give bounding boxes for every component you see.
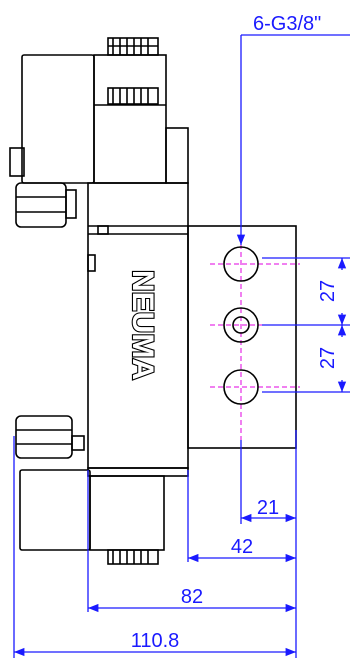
width-dimensions: 21 42 82 110.8 xyxy=(13,430,297,658)
port-callout: 6-G3/8" xyxy=(236,13,350,245)
manifold-base xyxy=(187,225,297,449)
port-hole xyxy=(223,307,259,343)
port-hole xyxy=(223,246,259,282)
dim-overall-width: 110.8 xyxy=(131,630,180,652)
brand-logo: NEUMA xyxy=(126,270,159,380)
lower-coil-housing xyxy=(19,469,91,551)
upper-coil xyxy=(93,54,167,184)
upper-coil-housing xyxy=(21,54,95,184)
port-callout-label: 6-G3/8" xyxy=(253,13,321,35)
dim-port-pitch-lower: 27 xyxy=(317,347,339,369)
valve-outline xyxy=(9,37,297,565)
dim-port-offset: 21 xyxy=(257,497,279,519)
port-holes xyxy=(210,228,300,448)
upper-coil-cap xyxy=(107,37,159,105)
upper-pilot xyxy=(165,127,189,184)
pitch-dimensions: 27 27 xyxy=(262,257,350,393)
port-hole xyxy=(223,369,259,405)
dim-body-depth: 42 xyxy=(231,536,253,558)
lower-coil-cap xyxy=(107,549,159,565)
port-hole-inner xyxy=(232,316,250,334)
lower-coil xyxy=(89,475,165,551)
lower-cable-gland xyxy=(15,415,85,459)
upper-cable-gland xyxy=(9,147,77,228)
dim-port-pitch-upper: 27 xyxy=(317,280,339,302)
dim-valve-width: 82 xyxy=(181,586,203,608)
